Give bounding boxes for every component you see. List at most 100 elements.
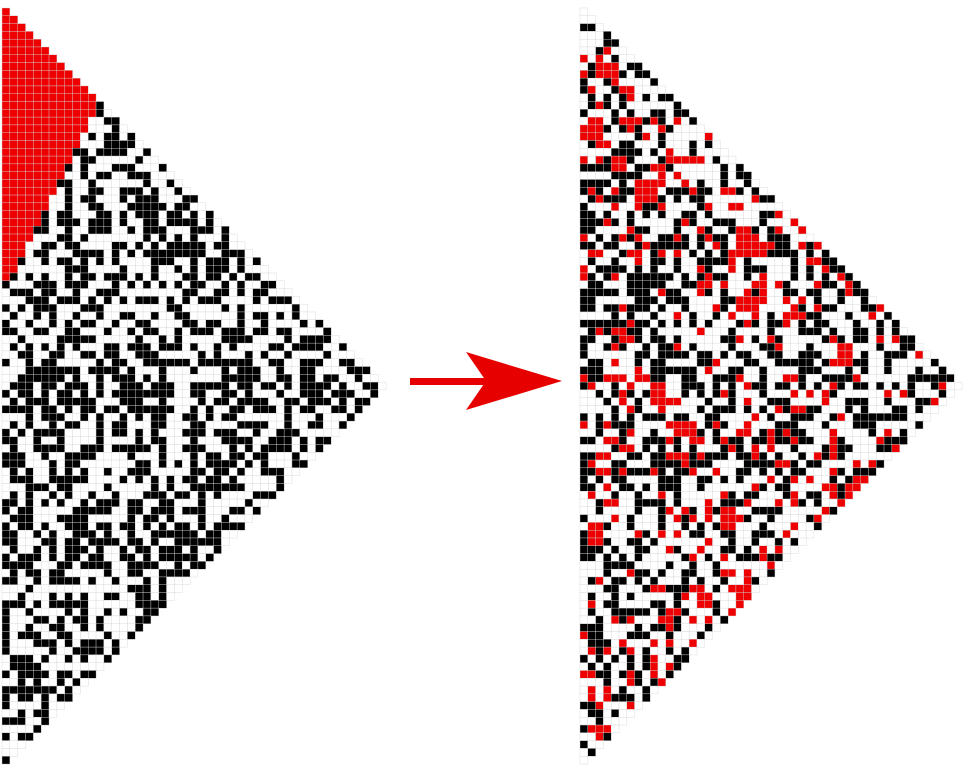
automaton-cell [87,257,97,266]
automaton-cell [25,132,34,141]
automaton-cell [735,381,744,391]
automaton-cell [626,459,635,469]
automaton-cell [33,335,42,344]
automaton-cell [657,335,667,344]
automaton-cell [852,374,861,383]
automaton-cell [64,77,73,87]
automaton-cell [166,506,175,515]
automaton-cell [712,623,721,632]
automaton-cell [95,342,105,352]
automaton-cell [111,420,120,430]
automaton-cell [127,529,136,539]
automaton-cell [782,545,791,554]
automaton-cell [25,685,34,695]
automaton-cell [127,327,136,336]
automaton-cell [135,311,144,320]
automaton-cell [805,342,815,352]
automaton-cell [236,452,246,461]
automaton-cell [673,350,682,359]
automaton-cell [276,366,285,375]
automaton-cell [751,514,760,523]
automaton-cell [95,561,105,570]
automaton-cell [127,537,136,547]
automaton-cell [712,202,721,211]
automaton-cell [25,678,34,687]
automaton-cell [634,498,643,508]
automaton-cell [260,272,269,282]
automaton-cell [323,405,332,414]
automaton-cell [221,226,230,235]
automaton-cell [876,342,885,352]
automaton-cell [766,397,776,406]
automaton-cell [727,389,737,398]
automaton-cell [720,358,729,367]
automaton-cell [657,280,667,289]
automaton-cell [158,194,167,204]
automaton-cell [704,397,713,406]
automaton-cell [657,374,667,383]
automaton-cell [174,498,183,508]
automaton-cell [899,327,908,336]
automaton-cell [688,459,698,469]
automaton-cell [25,701,34,710]
automaton-cell [642,568,651,578]
automaton-cell [103,413,112,422]
automaton-cell [127,413,136,422]
automaton-cell [56,561,65,570]
automaton-cell [9,420,18,430]
automaton-cell [681,187,690,196]
automaton-cell [673,639,682,648]
automaton-cell [80,452,89,461]
automaton-cell [244,498,254,508]
automaton-cell [229,491,238,500]
automaton-cell [774,529,783,539]
automaton-cell [829,257,838,266]
automaton-cell [595,233,604,243]
automaton-cell [56,335,65,344]
automaton-cell [610,506,620,515]
automaton-cell [33,381,42,391]
automaton-cell [9,241,18,250]
automaton-cell [315,358,324,367]
automaton-cell [751,210,760,219]
automaton-cell [56,311,65,320]
automaton-cell [876,436,885,445]
automaton-cell [681,303,690,313]
automaton-cell [681,436,690,445]
automaton-cell [142,475,152,484]
automaton-cell [766,389,776,398]
automaton-cell [907,381,916,391]
automaton-cell [759,288,768,297]
automaton-cell [9,163,18,172]
automaton-cell [751,257,760,266]
automaton-cell [338,381,348,391]
automaton-cell [189,514,199,523]
automaton-cell [610,226,620,235]
automaton-cell [642,163,651,172]
automaton-cell [603,405,612,414]
automaton-cell [150,288,159,297]
automaton-cell [696,350,705,359]
automaton-cell [868,467,877,476]
automaton-cell [766,405,776,414]
automaton-cell [704,288,713,297]
automaton-cell [9,389,18,398]
automaton-cell [915,342,924,352]
automaton-cell [603,124,612,133]
automaton-cell [182,319,191,328]
automaton-cell [1,327,11,336]
automaton-cell [681,249,690,258]
automaton-cell [844,405,854,414]
automaton-cell [766,420,776,430]
automaton-cell [610,70,620,79]
automaton-cell [868,381,877,391]
automaton-cell [166,545,175,554]
automaton-cell [64,491,73,500]
automaton-cell [759,374,768,383]
automaton-cell [673,389,682,398]
automaton-cell [119,311,128,320]
automaton-cell [579,740,589,749]
automaton-cell [634,514,643,523]
automaton-cell [759,405,768,414]
automaton-cell [56,405,65,414]
